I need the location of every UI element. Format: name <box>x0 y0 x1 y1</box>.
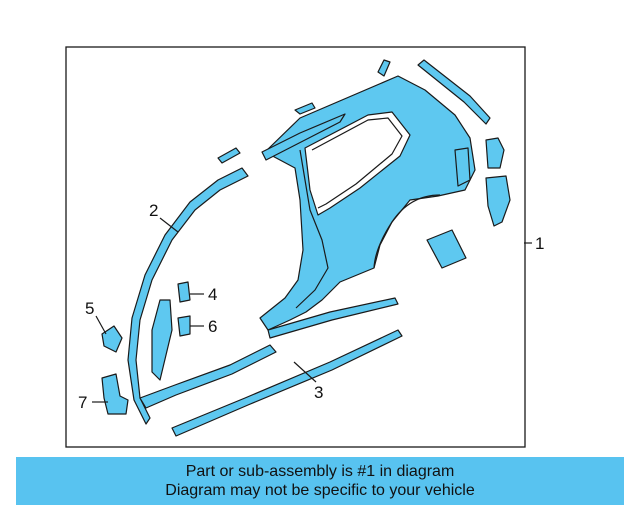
rocker-upper-strip[interactable] <box>267 297 399 339</box>
bracket-part-5[interactable] <box>101 325 123 353</box>
callout-5: 5 <box>85 299 94 318</box>
rocker-strip-part-3[interactable] <box>171 329 403 437</box>
bracket-part-4[interactable] <box>177 281 191 303</box>
leader-line-2 <box>159 217 179 233</box>
quarter-panel-part-1[interactable] <box>259 75 476 331</box>
quarter-window-opening <box>304 111 411 216</box>
front-pillar-inner <box>151 299 173 381</box>
small-plate[interactable] <box>426 229 467 269</box>
callout-3: 3 <box>314 383 323 402</box>
quarter-window-inner-edge <box>311 117 403 209</box>
callout-2: 2 <box>149 201 158 220</box>
banner-line-1: Part or sub-assembly is #1 in diagram <box>185 463 455 480</box>
a-pillar-cap[interactable] <box>217 147 241 164</box>
rear-roof-trim[interactable] <box>417 59 491 125</box>
leader-line-5 <box>95 315 107 335</box>
callout-6: 6 <box>208 317 217 336</box>
roof-rail-strip[interactable] <box>261 113 346 161</box>
leader-line-3 <box>293 361 317 383</box>
banner-line-2: Diagram may not be specific to your vehi… <box>165 482 475 499</box>
callout-4: 4 <box>208 285 217 304</box>
parts-diagram: 1 2 3 4 5 6 7 <box>65 46 544 448</box>
side-sill[interactable] <box>139 344 277 409</box>
bracket-part-6[interactable] <box>177 315 191 337</box>
door-opening-edge <box>295 149 329 309</box>
roof-rail-front-piece[interactable] <box>294 102 316 115</box>
rear-roof-clip[interactable] <box>377 59 391 77</box>
diagram-frame <box>65 46 526 448</box>
rear-bracket-lower[interactable] <box>485 175 511 227</box>
callout-7: 7 <box>78 393 87 412</box>
info-banner: Part or sub-assembly is #1 in diagram Di… <box>16 457 624 505</box>
callout-1: 1 <box>535 234 544 253</box>
rear-bracket-upper[interactable] <box>485 137 505 169</box>
tail-lamp-bracket <box>454 147 471 187</box>
bracket-part-7[interactable] <box>101 373 129 415</box>
wheel-arch <box>373 194 441 269</box>
